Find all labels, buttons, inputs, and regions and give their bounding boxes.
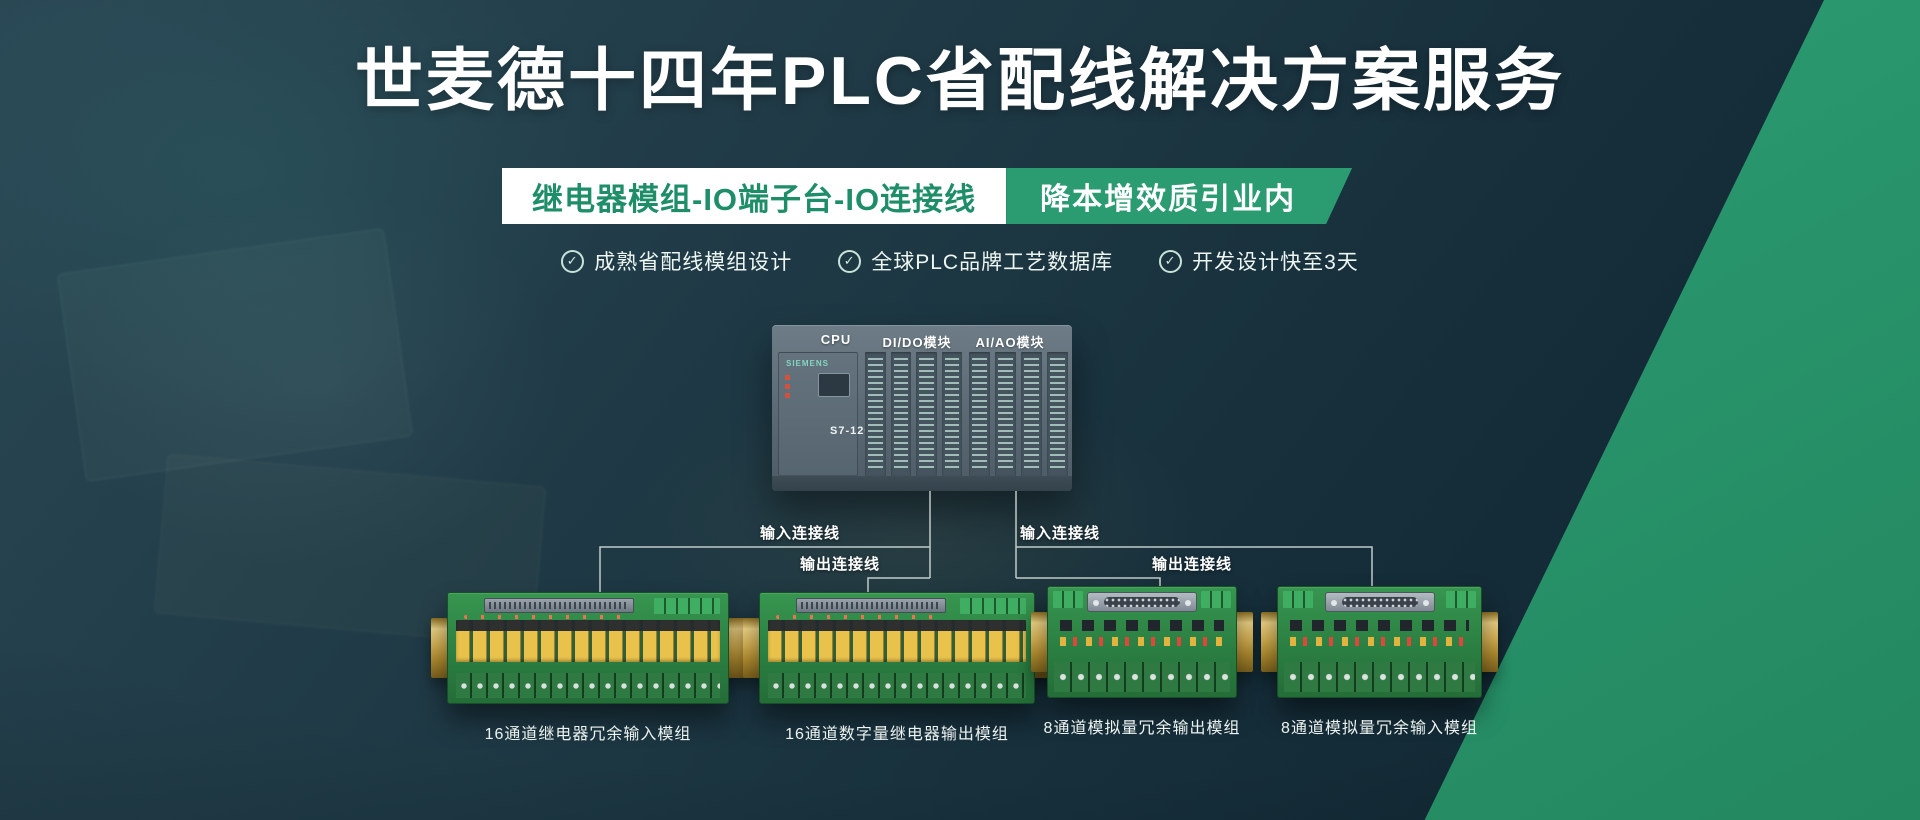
feature-label: 成熟省配线模组设计 xyxy=(594,251,793,274)
plc-vent-slat xyxy=(1021,352,1042,476)
wire-label-output-right: 输出连接线 xyxy=(1151,556,1233,573)
db25-connector xyxy=(1087,592,1197,612)
terminal-block xyxy=(1201,591,1231,608)
plc-brand-label: SIEMENS xyxy=(786,359,830,368)
check-icon: ✓ xyxy=(561,249,585,273)
component-row xyxy=(1060,637,1224,646)
plc-base-rail xyxy=(772,476,1072,491)
feature-row: ✓ 成熟省配线模组设计 ✓ 全球PLC品牌工艺数据库 ✓ 开发设计快至3天 xyxy=(0,246,1920,276)
terminal-block xyxy=(1053,591,1083,608)
feature-label: 开发设计快至3天 xyxy=(1192,251,1359,274)
wire-label-output-left: 输出连接线 xyxy=(799,556,881,573)
module-caption: 16通道数字量继电器输出模组 xyxy=(785,726,1009,743)
plc-status-leds xyxy=(785,375,790,401)
page-title: 世麦德十四年PLC省配线解决方案服务 xyxy=(354,43,1565,119)
module-8ch-analog-input: 8通道模拟量冗余输入模组 xyxy=(1261,586,1498,737)
pcb-board xyxy=(447,592,729,704)
plc-cpu-panel: SIEMENS xyxy=(778,352,858,476)
ribbon-row: 继电器模组-IO端子台-IO连接线 降本增效质引业内 xyxy=(502,168,1352,224)
terminal-block xyxy=(1283,591,1313,608)
relay-row xyxy=(768,620,1026,662)
plc-section-label-aiao: AI/AO模块 xyxy=(975,335,1045,350)
wire-label-input-right: 输入连接线 xyxy=(1019,525,1101,542)
wire-label-input-left: 输入连接线 xyxy=(759,525,841,542)
plc-vent-slat xyxy=(890,352,911,476)
led-strip xyxy=(776,615,935,619)
feature-item: ✓ 全球PLC品牌工艺数据库 xyxy=(838,246,1113,276)
relay-row xyxy=(456,620,720,662)
product-ribbon: 继电器模组-IO端子台-IO连接线 xyxy=(502,168,1007,224)
plc-vent-slat xyxy=(916,352,937,476)
terminal-block xyxy=(1446,591,1476,608)
feature-label: 全球PLC品牌工艺数据库 xyxy=(871,251,1114,274)
plc-section-label-dido: DI/DO模块 xyxy=(882,335,952,350)
module-16ch-relay-input: 16通道继电器冗余输入模组 xyxy=(431,592,745,743)
component-row xyxy=(1290,637,1469,646)
terminal-block xyxy=(654,598,720,614)
plc-vent-slat xyxy=(1047,352,1068,476)
plc-vent-slat xyxy=(995,352,1016,476)
plc-section-label-cpu: CPU xyxy=(820,332,852,347)
plc-device: CPU DI/DO模块 AI/AO模块 SIEMENS S7-1200 xyxy=(772,325,1072,491)
ribbon-connector xyxy=(796,598,946,613)
terminal-row xyxy=(768,673,1026,698)
plc-vent-slat xyxy=(865,352,886,476)
module-8ch-analog-output: 8通道模拟量冗余输出模组 xyxy=(1031,586,1253,737)
db25-connector xyxy=(1324,592,1435,612)
feature-item: ✓ 成熟省配线模组设计 xyxy=(561,246,792,276)
terminal-row xyxy=(1054,662,1230,692)
ic-row xyxy=(1060,620,1224,631)
terminal-block xyxy=(960,598,1026,614)
module-caption: 8通道模拟量冗余输出模组 xyxy=(1043,720,1241,737)
terminal-row xyxy=(456,673,720,698)
plc-vent-slat xyxy=(969,352,990,476)
pcb-board xyxy=(1277,586,1482,698)
module-caption: 16通道继电器冗余输入模组 xyxy=(484,726,692,743)
plc-dido-module-group xyxy=(865,352,962,476)
terminal-row xyxy=(1284,662,1475,692)
module-16ch-relay-output: 16通道数字量继电器输出模组 xyxy=(743,592,1051,743)
plc-display-screen xyxy=(818,373,850,397)
led-strip xyxy=(464,615,627,619)
feature-item: ✓ 开发设计快至3天 xyxy=(1159,246,1359,276)
benefit-ribbon: 降本增效质引业内 xyxy=(1006,168,1352,224)
pcb-board xyxy=(759,592,1035,704)
check-icon: ✓ xyxy=(1159,249,1183,273)
ribbon-connector xyxy=(484,598,634,613)
check-icon: ✓ xyxy=(838,249,862,273)
ic-row xyxy=(1290,620,1469,631)
module-caption: 8通道模拟量冗余输入模组 xyxy=(1281,720,1478,737)
wire-path xyxy=(599,546,930,594)
pcb-board xyxy=(1047,586,1237,698)
plc-vent-slat xyxy=(941,352,962,476)
plc-aiao-module-group xyxy=(969,352,1068,476)
